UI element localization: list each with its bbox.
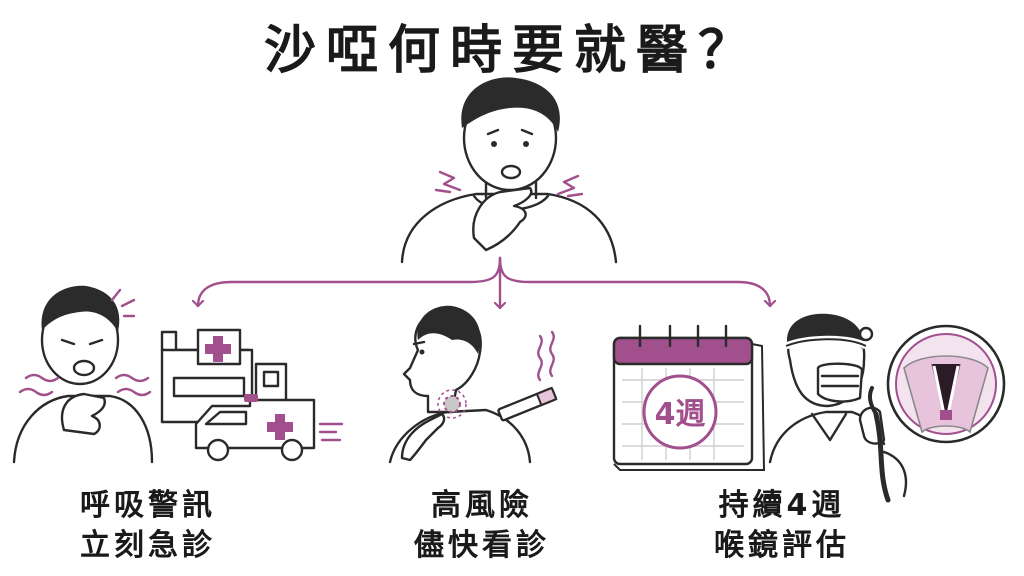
- person-touching-neck-lump-icon: [388, 305, 532, 464]
- caption-line: 呼吸警訊: [80, 488, 216, 523]
- vocal-cords-icon: [886, 324, 1006, 444]
- caption-high-risk: 高風險 儘快看診: [352, 486, 612, 566]
- calendar-icon: [612, 324, 766, 471]
- caption-line: 持續4週: [718, 488, 846, 523]
- caption-line: 立刻急診: [80, 528, 216, 563]
- caption-emergency: 呼吸警訊 立刻急診: [18, 486, 278, 566]
- caption-line: 高風險: [431, 488, 533, 523]
- caption-four-weeks: 持續4週 喉鏡評估: [652, 486, 912, 566]
- calendar-badge: 4週: [655, 397, 706, 432]
- person-holding-throat-icon: [400, 77, 618, 264]
- caption-line: 喉鏡評估: [714, 528, 850, 563]
- branch-connectors: [198, 256, 770, 310]
- page-title: 沙啞何時要就醫？: [263, 21, 760, 81]
- cigarette-icon: [497, 330, 558, 422]
- ambulance-icon: [194, 394, 344, 462]
- doctor-laryngoscope-icon: [768, 313, 908, 503]
- caption-line: 儘快看診: [414, 528, 550, 563]
- person-coughing-icon: [12, 285, 154, 464]
